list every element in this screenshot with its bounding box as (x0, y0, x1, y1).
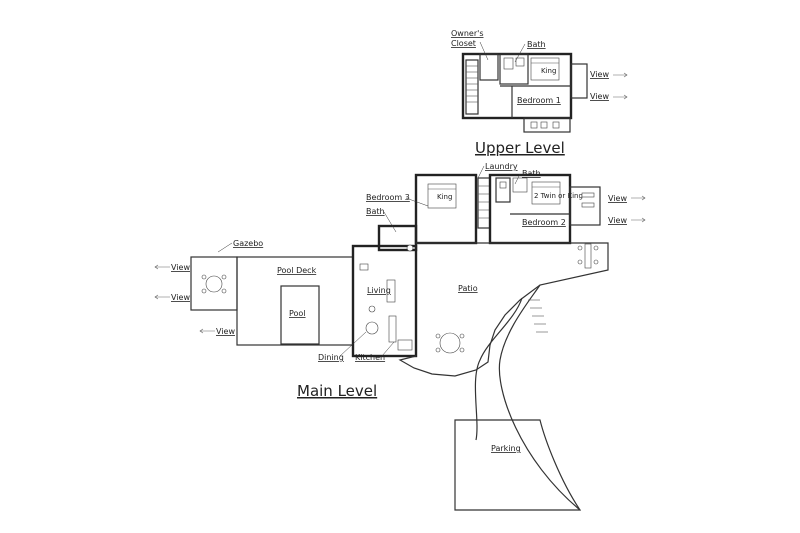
pool-shape (280, 285, 320, 345)
arrow-left-icon (154, 294, 170, 300)
bedroom2-view-label-1: View (608, 194, 627, 203)
main-level-title: Main Level (297, 382, 377, 400)
upper-level-plan: King Owner's Closet Bath Bedroom 1 View … (451, 29, 628, 133)
bed-label: 2 Twin or King (534, 192, 583, 200)
living-label: Living (367, 286, 391, 295)
bath-left-label: Bath (366, 207, 385, 216)
patio-label: Patio (458, 284, 478, 293)
upper-view-label-2: View (590, 92, 609, 101)
bed-label: King (437, 193, 452, 201)
bed-icon (530, 57, 560, 81)
pool-deck-label: Pool Deck (277, 266, 317, 275)
pool-view-label: View (216, 327, 235, 336)
bed-icon (531, 181, 561, 205)
owners-closet-label: Owner's (451, 29, 484, 38)
bedroom-3-label: Bedroom 3 (366, 193, 410, 202)
laundry-label: Laundry (485, 162, 518, 171)
upper-level-title: Upper Level (475, 139, 565, 157)
upper-view-label-1: View (590, 70, 609, 79)
parking-label: Parking (491, 444, 521, 453)
gazebo-view-label-2: View (171, 293, 190, 302)
kitchen-label: Kitchen (355, 353, 385, 362)
sofa-icon (386, 279, 396, 303)
owners-closet-label-2: Closet (451, 39, 476, 48)
dining-table-icon (365, 321, 379, 335)
parking-area (454, 419, 582, 511)
patio-table-icon (439, 332, 461, 354)
pool-label: Pool (289, 309, 306, 318)
bedroom-1-label: Bedroom 1 (517, 96, 561, 105)
bedroom-2-label: Bedroom 2 (522, 218, 566, 227)
arrow-right-icon (613, 94, 628, 100)
arrow-right-icon (631, 217, 646, 223)
upper-bath-label: Bath (527, 40, 546, 49)
bath-right-label: Bath (522, 169, 541, 178)
bed-icon (427, 183, 457, 209)
bedroom2-view-label-2: View (608, 216, 627, 225)
bed-label: King (541, 67, 556, 75)
dining-label: Dining (318, 353, 344, 362)
main-level-plan: King 2 Twin or King (154, 162, 646, 511)
arrow-right-icon (613, 72, 628, 78)
arrow-right-icon (631, 195, 646, 201)
arrow-left-icon (154, 264, 170, 270)
gazebo-table-icon (205, 275, 223, 293)
gazebo-label: Gazebo (233, 239, 263, 248)
gazebo-view-label-1: View (171, 263, 190, 272)
arrow-left-icon (199, 328, 215, 334)
